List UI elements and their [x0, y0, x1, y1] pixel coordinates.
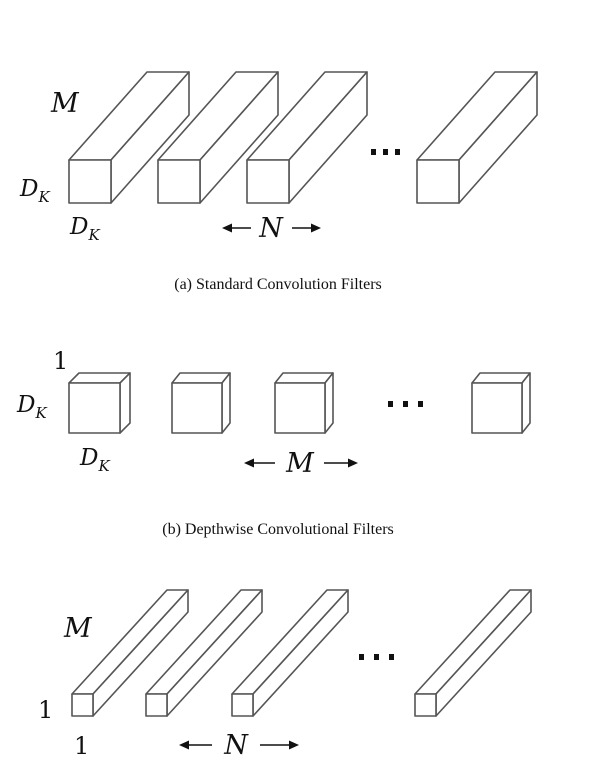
height-label: D [16, 392, 35, 418]
count-label: N [223, 730, 249, 761]
ellipsis [388, 401, 423, 407]
width-label: D [69, 214, 88, 240]
ellipsis [371, 149, 400, 155]
filter-block [414, 589, 532, 717]
filter-block [246, 71, 368, 204]
svg-text:DK: DK [16, 392, 47, 422]
width-label: D [79, 445, 98, 471]
height-label: 1 [38, 696, 53, 724]
width-subscript: K [97, 457, 110, 475]
width-subscript: K [87, 226, 100, 244]
filter-block [416, 71, 538, 204]
caption: (b) Depthwise Convolutional Filters [162, 521, 394, 538]
depth-label: M [50, 88, 80, 119]
height-label: D [19, 176, 38, 202]
panel-depthwise-convolution: 1 DK DK M (b) Depthwise Convolutional Fi… [16, 347, 531, 538]
filter-block [157, 71, 279, 204]
height-subscript: K [34, 404, 47, 422]
count-arrow [179, 740, 299, 750]
height-subscript: K [37, 188, 50, 206]
depth-label: M [63, 613, 93, 644]
count-arrow [222, 223, 321, 233]
svg-text:DK: DK [19, 176, 50, 206]
filter-block [71, 589, 189, 717]
filter-block [68, 372, 131, 434]
filter-block [471, 372, 531, 434]
filter-block [274, 372, 334, 434]
caption: (a) Standard Convolution Filters [174, 276, 382, 293]
depth-label: 1 [53, 347, 68, 375]
count-arrow [244, 458, 358, 468]
width-label: 1 [74, 732, 89, 760]
count-label: M [285, 448, 315, 479]
filter-block [171, 372, 231, 434]
count-label: N [258, 213, 284, 244]
filter-block [68, 71, 190, 204]
panel-standard-convolution: M DK DK N (a) Standard Convolution Filte… [19, 71, 538, 293]
svg-text:DK: DK [69, 214, 100, 244]
ellipsis [359, 654, 394, 660]
panel-pointwise-convolution: M 1 1 N [38, 589, 532, 761]
filter-block [145, 589, 263, 717]
filter-block [231, 589, 349, 717]
svg-text:DK: DK [79, 445, 110, 475]
